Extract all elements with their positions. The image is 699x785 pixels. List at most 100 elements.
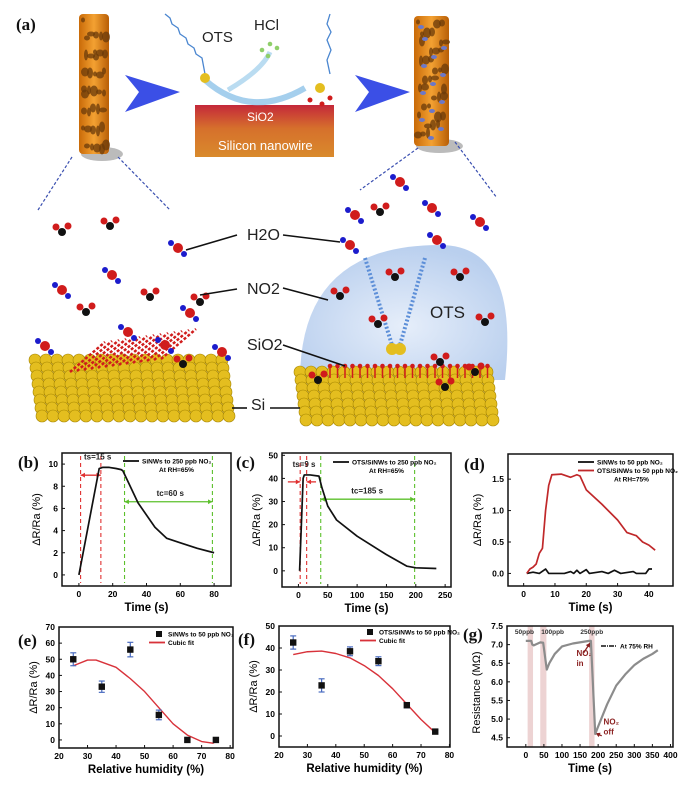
h2o-molecule-icon — [102, 267, 108, 273]
si-atom-icon — [431, 413, 445, 427]
ots-patch-icon — [441, 46, 447, 50]
y-tick-label: 30 — [266, 665, 276, 675]
pore-icon — [437, 91, 441, 103]
si-atom-icon — [134, 409, 148, 423]
h2o-molecule-icon — [345, 240, 355, 250]
no2-molecule-icon — [442, 352, 450, 360]
si-atom-icon — [376, 413, 390, 427]
data-point — [290, 639, 297, 646]
si-atom-icon — [442, 413, 456, 427]
pore-icon — [93, 71, 97, 77]
pore-icon — [414, 131, 422, 139]
annotation-text: tc=185 s — [351, 486, 383, 495]
schematic-panel-a: (a) OTS HCl SiO2 Silicon nanowire H2O NO… — [16, 13, 508, 427]
ots-patch-icon — [422, 37, 428, 41]
h2o-molecule-icon — [107, 270, 117, 280]
pore-icon — [429, 47, 433, 57]
h2o-molecule-icon — [427, 203, 437, 213]
x-tick-label: 70 — [197, 751, 207, 761]
h2o-molecule-icon — [395, 177, 405, 187]
legend-label: SiNWs to 50 ppb NO₂ — [597, 460, 663, 467]
x-tick-label: 20 — [582, 589, 592, 599]
no2-molecule-icon — [58, 228, 66, 236]
h2o-molecule-icon — [427, 232, 433, 238]
h2o-molecule-icon — [52, 282, 58, 288]
y-tick-label: 50 — [269, 450, 279, 460]
plot-frame — [61, 452, 232, 587]
si-atom-icon — [167, 409, 181, 423]
y-tick-label: 5.5 — [491, 695, 503, 705]
data-point — [318, 682, 325, 689]
panel-label: (e) — [18, 631, 37, 650]
ots-chain-icon — [164, 13, 206, 75]
pore-icon — [81, 67, 89, 77]
legend-label: SiNWs to 250 ppb NO₂ — [142, 459, 211, 466]
band-label: 250ppb — [580, 629, 603, 636]
no2-molecule-icon — [462, 267, 470, 275]
x-tick-label: 400 — [663, 750, 677, 760]
cubic-fit-line — [73, 659, 217, 744]
x-axis-label: Relative humidity (%) — [88, 764, 204, 776]
zoom-guide-line — [359, 147, 419, 191]
no2-molecule-icon — [382, 202, 390, 210]
legend-note: At RH=75% — [614, 477, 649, 484]
panel-label: (f) — [238, 630, 255, 649]
pore-icon — [84, 35, 90, 41]
ots-patch-icon — [419, 118, 425, 122]
no2-molecule-icon — [314, 376, 322, 384]
no2-molecule-icon — [436, 358, 444, 366]
ots-chain-icon — [326, 13, 332, 75]
no2-molecule-icon — [185, 354, 193, 362]
annotation-text: in — [576, 659, 583, 668]
oxygen-atom-icon — [485, 363, 490, 369]
ots-patch-icon — [439, 100, 445, 104]
data-series-line — [525, 639, 659, 736]
x-tick-label: 200 — [409, 590, 423, 600]
y-tick-label: 7.5 — [491, 621, 503, 631]
pore-icon — [417, 111, 421, 119]
h2o-molecule-icon — [390, 174, 396, 180]
x-tick-label: 30 — [83, 751, 93, 761]
no2-molecule-icon — [76, 303, 84, 311]
h2o-label: H2O — [247, 227, 280, 244]
y-tick-label: 5.0 — [491, 714, 503, 724]
legend-label: OTS/SiNWs to 50 ppb NO₂ — [597, 468, 678, 475]
cl-atom-icon — [265, 53, 271, 59]
ots-chain-icon — [398, 257, 427, 346]
no2-molecule-icon — [471, 368, 479, 376]
y-tick-label: 0.0 — [492, 568, 504, 578]
si-atom-icon — [321, 413, 335, 427]
h2o-molecule-icon — [403, 185, 409, 191]
no2-molecule-icon — [106, 222, 114, 230]
pore-icon — [99, 31, 103, 41]
pore-icon — [423, 27, 431, 39]
plot-frame — [58, 626, 234, 749]
y-tick-label: 1.5 — [492, 474, 504, 484]
cl-atom-icon — [259, 47, 265, 53]
no2-molecule-icon — [320, 370, 328, 378]
x-tick-label: 250 — [438, 590, 452, 600]
sio2-row-icon — [125, 333, 162, 365]
y-tick-label: 50 — [266, 621, 276, 631]
si-atom-icon — [200, 409, 214, 423]
pore-icon — [96, 125, 100, 137]
x-tick-label: 10 — [550, 589, 560, 599]
annotation-text: NO₂ — [576, 649, 592, 658]
y-axis-label: ΔR/Ra (%) — [251, 494, 263, 547]
si-atom-icon — [475, 413, 489, 427]
h2o-molecule-icon — [115, 278, 121, 284]
pore-icon — [434, 111, 442, 123]
si-atom-icon — [409, 413, 423, 427]
pore-icon — [432, 67, 438, 75]
no2-molecule-icon — [391, 273, 399, 281]
x-tick-label: 50 — [323, 590, 333, 600]
no2-molecule-icon — [430, 353, 438, 361]
pore-icon — [420, 31, 424, 37]
si-atom-icon — [90, 409, 104, 423]
no2-molecule-icon — [196, 298, 204, 306]
x-tick-label: 150 — [379, 590, 393, 600]
si-atom-icon — [35, 409, 49, 423]
h2o-molecule-icon — [217, 347, 227, 357]
oxygen-atom-icon — [387, 363, 393, 369]
